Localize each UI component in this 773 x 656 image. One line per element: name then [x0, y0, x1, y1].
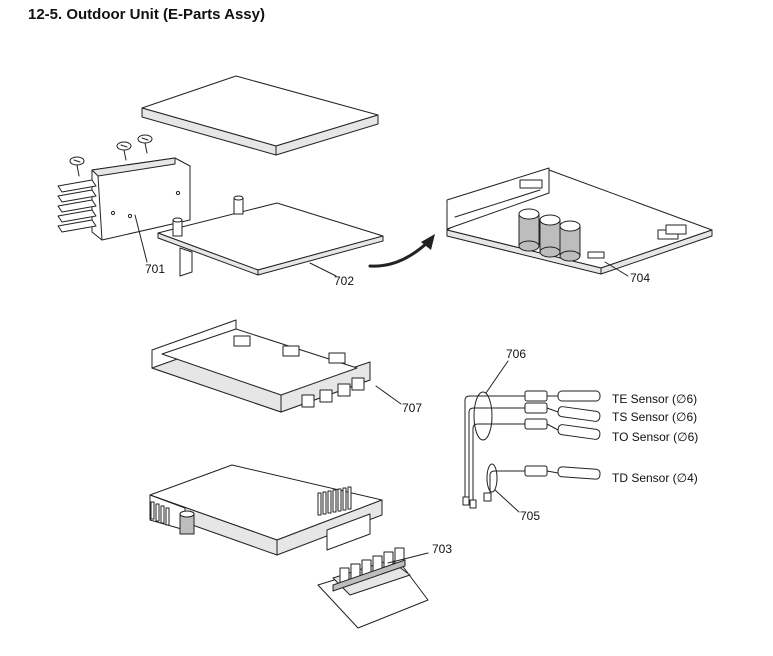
- pcb-board-702: [157, 195, 384, 277]
- leader-line-703: [387, 552, 429, 564]
- leader-line-706: [485, 360, 509, 394]
- callout-705: 705: [520, 509, 540, 523]
- screw-icon: [116, 141, 132, 161]
- terminal-block-703: [317, 547, 429, 629]
- arrow-head-icon: [421, 234, 435, 250]
- callout-702: 702: [334, 274, 354, 288]
- ts-sensor-label: TS Sensor (∅6): [612, 410, 697, 424]
- screw-icon: [69, 156, 85, 177]
- callout-701: 701: [145, 262, 165, 276]
- ts-sensor-probe: [524, 402, 601, 422]
- leader-line-702: [309, 262, 337, 277]
- callout-706: 706: [506, 347, 526, 361]
- callout-707: 707: [402, 401, 422, 415]
- arrow-icon: [368, 240, 430, 268]
- callout-703: 703: [432, 542, 452, 556]
- sensor-harness: [462, 391, 526, 509]
- to-sensor-label: TO Sensor (∅6): [612, 430, 698, 444]
- leader-line-707: [375, 385, 402, 405]
- leader-line-704: [604, 261, 629, 277]
- tray-707: [151, 319, 371, 413]
- td-sensor-probe: [524, 465, 601, 480]
- leader-line-701: [134, 214, 148, 263]
- control-pcb-704: [446, 167, 713, 275]
- chassis-bracket: [149, 464, 383, 556]
- te-sensor-probe: [524, 390, 601, 402]
- screw-icon: [137, 134, 153, 154]
- to-sensor-probe: [524, 418, 601, 440]
- td-sensor-label: TD Sensor (∅4): [612, 471, 698, 485]
- heat-sink-701: [57, 157, 191, 241]
- te-sensor-label: TE Sensor (∅6): [612, 392, 697, 406]
- callout-704: 704: [630, 271, 650, 285]
- page-title: 12-5. Outdoor Unit (E-Parts Assy): [28, 6, 265, 23]
- leader-line-705: [494, 489, 520, 513]
- cover-plate: [141, 75, 379, 156]
